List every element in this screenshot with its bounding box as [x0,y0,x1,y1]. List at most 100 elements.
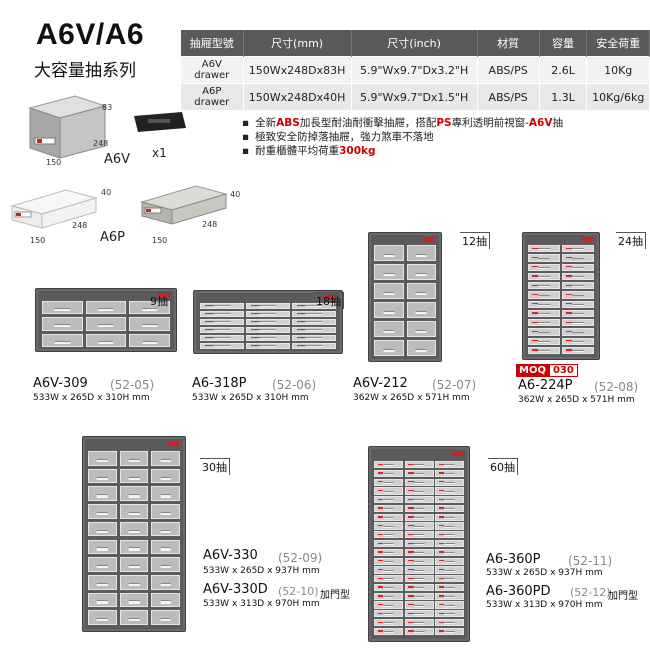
cabinet-drawer [88,521,117,537]
cabinet-drawer [528,263,560,271]
model-code: (52-09) [278,551,323,565]
header-load: 安全荷重 [586,30,650,57]
cabinet-drawer [374,340,404,356]
cabinet-drawer [435,539,464,548]
cabinet-drawer [119,557,149,572]
cabinet-drawer [151,486,180,502]
model-code: (52-11) [568,554,613,568]
cabinet-drawer [406,245,436,261]
model-name: A6V-330 [203,548,258,563]
door-type-tag: 加門型 [320,590,350,601]
cabinet-drawer [404,601,434,609]
cabinet-drawer [528,282,560,290]
a6v-height-dim: 83 [102,103,113,112]
cabinet-drawer [562,300,594,308]
cabinet-drawer [246,311,290,317]
door-type-tag: 加門型 [608,591,638,602]
cabinet-drawer [374,601,403,609]
cabinet-drawer [562,282,594,290]
cabinet-drawer [404,548,434,557]
cabinet-drawer [404,583,434,592]
model-name: A6-360PD [486,584,551,599]
header-capacity: 容量 [539,30,588,57]
cabinet-drawer [404,531,434,539]
a6v-depth-dim: 248 [93,139,109,148]
drawer-count: 60抽 [488,458,518,475]
model-size: 533W x 265D x 310H mm [33,393,150,403]
model-size: 533W x 265D x 937H mm [203,566,320,576]
cabinet-drawer [42,333,83,347]
cell: 150Wx248Dx40H [243,83,352,110]
cabinet-drawer [151,539,180,555]
header-size-inch: 尺寸(inch) [351,30,478,57]
cabinet-drawer [119,539,149,555]
cell: 1.3L [539,83,588,110]
cabinet-drawer [246,335,290,341]
cabinet-drawer [88,592,117,608]
cabinet-drawer [404,513,434,521]
cabinet-drawer [151,610,180,625]
cabinet-drawer [435,531,464,539]
cabinet-drawer [88,557,117,572]
cabinet-drawer [528,346,560,354]
cabinet-drawer [435,618,464,627]
header-size-mm: 尺寸(mm) [243,30,352,57]
cabinet-drawer [374,566,403,574]
table-row: A6P drawer 150Wx248Dx40H 5.9"Wx9.7"Dx1.5… [181,83,650,110]
a6v-width-dim: 150 [46,158,62,167]
cabinet-drawer [528,319,560,327]
cabinet-drawer [404,539,434,548]
model-size: 362W x 265D x 571H mm [518,395,635,405]
cabinet-drawer [435,496,464,504]
a6p-gray-drawer-image [140,185,228,225]
model-code: (52-12) [570,586,611,599]
cabinet-drawer [119,486,149,502]
cabinet-drawer [246,343,290,349]
insert-quantity: x1 [152,146,167,160]
cabinet-drawer [246,327,290,333]
model-code: (52-10) [278,585,319,598]
cell: 5.9"Wx9.7"Dx3.2"H [351,56,478,84]
cabinet-drawer [435,575,464,583]
cabinet-drawer [374,610,403,618]
cabinet-drawer [528,300,560,308]
a6p-clear-height-dim: 40 [101,188,112,197]
cabinet-drawer [562,328,594,336]
cabinet-drawer [562,254,594,262]
cabinet-drawer [374,487,403,495]
cabinet-drawer [374,539,403,548]
cabinet-drawer [119,468,149,484]
model-size: 533W x 265D x 310H mm [192,393,309,403]
drawer-count: 18抽 [314,292,344,309]
cabinet-drawer [119,451,149,466]
cabinet-drawer [404,610,434,618]
model-code: (52-08) [594,380,639,394]
model-name: A6V-212 [353,376,408,391]
cell: 5.9"Wx9.7"Dx1.5"H [351,83,478,110]
cabinet-drawer [435,461,464,469]
cabinet-drawer [435,548,464,557]
cabinet-drawer [562,272,594,280]
cabinet-drawer [374,245,404,261]
cabinet-drawer [129,301,170,315]
cabinet-drawer [374,461,403,469]
cabinet-drawer [562,319,594,327]
cabinet-drawer [374,513,403,521]
cabinet-drawer [562,291,594,299]
cabinet-drawer [404,575,434,583]
cabinet-drawer [435,601,464,609]
a6p-gray-width-dim: 150 [152,236,168,245]
cabinet-drawer [406,283,436,299]
cabinet-drawer [435,469,464,478]
cabinet-drawer [151,468,180,484]
header-model: 抽屜型號 [181,30,244,57]
cabinet-drawer [435,627,464,635]
cell: A6P drawer [181,83,244,110]
cabinet-drawer [292,343,336,349]
cabinet-drawer [374,592,403,600]
cell: ABS/PS [477,56,540,84]
cabinet-drawer [404,592,434,600]
cabinet-drawer [119,610,149,625]
cabinet-drawer [404,504,434,513]
